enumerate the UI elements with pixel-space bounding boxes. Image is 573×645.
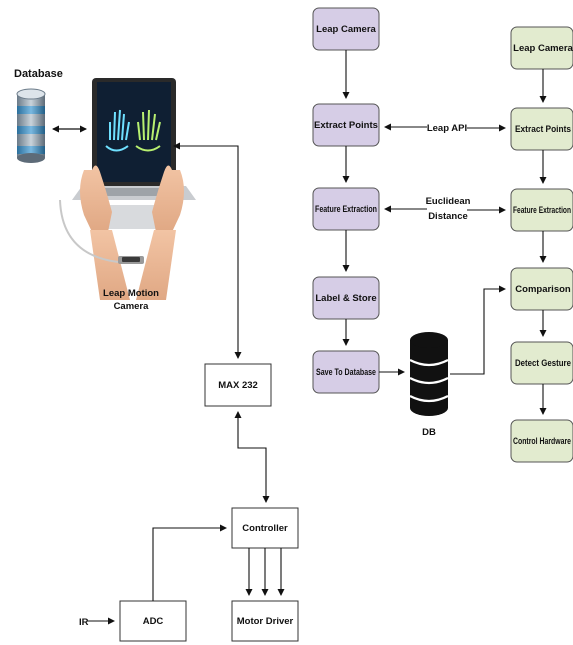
max232-box [204, 363, 272, 407]
recognition-leap-camera-box [510, 26, 573, 70]
adc-box [119, 600, 187, 642]
training-save-database-label: Save To Database [316, 367, 376, 378]
controller-label: Controller [242, 523, 288, 534]
max232-controller-arrow [234, 411, 270, 503]
leap-api-label: Leap API [427, 123, 467, 134]
training-feature-extraction-label: Feature Extraction [315, 204, 377, 215]
recognition-leap-camera-label: Leap Camera [513, 43, 573, 54]
euclidean-label-line1: Euclidean [426, 196, 471, 207]
max232-label: MAX 232 [218, 380, 258, 391]
recognition-detect-gesture-label: Detect Gesture [515, 358, 571, 369]
controller-box [231, 507, 299, 549]
recognition-detect-gesture-box [510, 341, 573, 385]
laptop-max232-arrow [173, 142, 242, 359]
motor-driver-box [231, 600, 299, 642]
camera-label-line2: Camera [114, 301, 150, 312]
recognition-control-hardware-label: Control Hardware [513, 436, 571, 447]
db-label: DB [422, 427, 436, 438]
euclidean-label-line2: Distance [428, 211, 468, 222]
recognition-comparison-label: Comparison [515, 284, 571, 295]
db-stack-icon [409, 332, 449, 416]
recognition-comparison-box [510, 267, 573, 311]
training-leap-camera-label: Leap Camera [316, 24, 376, 35]
recognition-control-hardware-box [510, 419, 573, 463]
laptop-hands-illustration [59, 78, 196, 300]
recognition-feature-extraction-box [510, 188, 573, 232]
hand-skeleton-icon [135, 109, 161, 152]
camera-label-line1: Leap Motion [103, 288, 159, 299]
database-icon [16, 88, 46, 163]
training-extract-points-label: Extract Points [314, 120, 378, 131]
recognition-feature-extraction-label: Feature Extraction [513, 205, 571, 216]
recognition-extract-points-box [510, 107, 573, 151]
db-comparison-arrow [450, 285, 506, 375]
hand-skeleton-icon [105, 109, 130, 152]
adc-controller-arrow [152, 524, 227, 601]
motor-driver-label: Motor Driver [237, 616, 294, 627]
recognition-flow: Leap Camera Extract Points Feature Extra… [510, 26, 573, 463]
adc-label: ADC [143, 616, 164, 627]
recognition-extract-points-label: Extract Points [515, 124, 571, 135]
database-label: Database [14, 68, 63, 80]
training-label-store-label: Label & Store [315, 293, 376, 304]
training-flow: Leap Camera Extract Points Feature Extra… [312, 7, 380, 394]
ir-label: IR [79, 617, 89, 628]
